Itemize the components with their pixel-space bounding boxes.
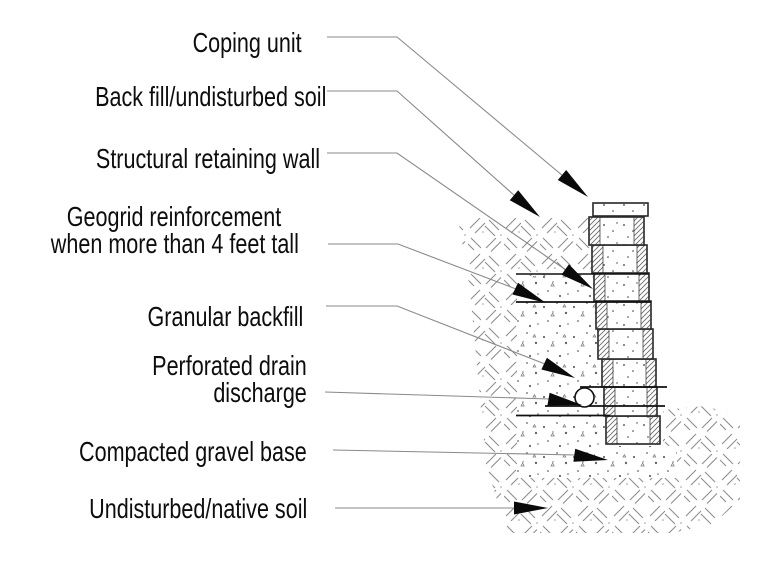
label-compacted-gravel-base: Compacted gravel base [79,436,307,467]
wall-block [601,358,657,388]
native-soil-hatch-region [486,406,740,533]
label-perforated-drain-discharge: Perforated drain discharge [152,350,307,408]
geogrid-and-drain-lines [516,273,667,417]
leader-coping-unit [327,36,564,177]
label-coping-unit: Coping unit [192,27,302,58]
label-backfill-undisturbed-soil: Back fill/undisturbed soil [94,81,326,112]
arrowhead-backfill-soil [509,190,540,217]
wall-block [593,272,650,302]
leader-lines [324,36,577,509]
leader-arrowheads [509,170,608,515]
leader-compacted-gravel [332,449,577,456]
arrowhead-granular-backfill [541,357,575,378]
arrowhead-perforated-drain [547,392,582,406]
wall-block [595,300,652,330]
granular-backfill-stipple-region [517,276,677,477]
segmental-wall-blocks [588,202,661,445]
label-geogrid-line-1: Geogrid reinforcement [66,201,282,232]
wall-block [591,244,648,274]
arrowhead-coping-unit [557,170,588,197]
arrowhead-structural-wall [561,264,593,289]
leader-structural-wall [327,152,567,271]
wall-block [597,328,654,360]
label-geogrid-reinforcement: Geogrid reinforcement when more than 4 f… [50,201,299,259]
arrowhead-geogrid [512,282,546,303]
wall-block [588,216,645,246]
leader-perforated-drain [324,391,550,400]
perforated-drain-pipe [574,387,595,408]
arrowhead-undisturbed-soil [514,501,548,515]
wall-block [603,386,658,417]
label-perforated-drain-line-2: discharge [213,377,307,408]
label-perforated-drain-line-1: Perforated drain [152,350,307,381]
coping-unit-block [592,202,649,217]
wall-block [605,415,661,445]
label-undisturbed-native-soil: Undisturbed/native soil [88,493,307,524]
leader-backfill-soil [327,90,516,197]
leader-geogrid [328,243,517,290]
label-structural-retaining-wall: Structural retaining wall [95,143,320,174]
label-granular-backfill: Granular backfill [147,301,303,332]
leader-granular-backfill [326,305,546,365]
label-geogrid-line-2: when more than 4 feet tall [50,228,299,259]
arrowhead-compacted-gravel [573,448,608,462]
